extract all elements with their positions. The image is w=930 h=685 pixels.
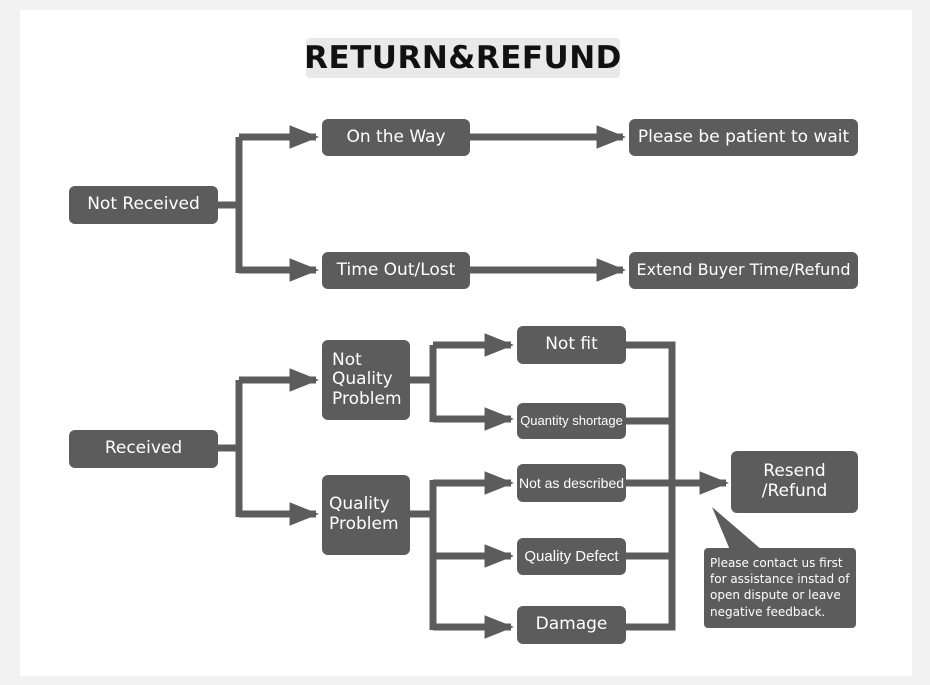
note-callout: Please contact us first for assistance i… <box>704 548 856 628</box>
node-time-out-lost: Time Out/Lost <box>322 252 470 289</box>
node-quantity-shortage-label: Quantity shortage <box>520 412 623 428</box>
connector-quality-trunk <box>410 480 437 630</box>
node-not-as-described-label: Not as described <box>518 474 625 491</box>
connector-received-trunk <box>218 380 243 517</box>
node-not-received-label: Not Received <box>87 194 200 215</box>
node-quality-line-1: Quality <box>329 494 390 515</box>
node-quality-problem: Quality Problem <box>322 475 410 555</box>
node-extend-time-refund: Extend Buyer Time/Refund <box>629 252 858 289</box>
node-patient-wait: Please be patient to wait <box>629 119 858 156</box>
node-not-quality-line-2: Quality <box>332 369 393 390</box>
node-time-out-lost-label: Time Out/Lost <box>336 259 456 280</box>
node-not-fit-label: Not fit <box>545 334 598 355</box>
node-not-quality-problem: Not Quality Problem <box>322 340 410 420</box>
node-not-as-described: Not as described <box>517 464 626 502</box>
note-pointer <box>712 507 762 550</box>
node-resend-line-2: /Refund <box>761 481 828 501</box>
node-received-label: Received <box>104 438 183 459</box>
node-on-the-way: On the Way <box>322 119 470 156</box>
node-on-the-way-label: On the Way <box>346 126 446 147</box>
node-patient-wait-label: Please be patient to wait <box>637 126 850 147</box>
node-damage: Damage <box>517 606 626 644</box>
node-quantity-shortage: Quantity shortage <box>517 403 626 439</box>
node-not-quality-line-1: Not <box>332 349 362 370</box>
node-quality-line-2: Problem <box>329 514 399 534</box>
node-not-received: Not Received <box>69 186 218 224</box>
node-resend-line-1: Resend <box>763 461 826 482</box>
node-not-quality-line-3: Problem <box>332 388 402 409</box>
node-received: Received <box>69 430 218 468</box>
diagram-title: RETURN&REFUND <box>304 38 622 78</box>
node-extend-time-refund-label: Extend Buyer Time/Refund <box>636 260 851 280</box>
node-damage-label: Damage <box>535 614 608 635</box>
node-resend-refund: Resend /Refund <box>731 451 858 513</box>
connector-not-received-trunk <box>218 137 243 273</box>
node-quality-defect-label: Quality Defect <box>524 547 619 565</box>
node-quality-defect: Quality Defect <box>517 538 626 575</box>
node-not-fit: Not fit <box>517 326 626 364</box>
connector-not-quality-trunk <box>410 345 437 422</box>
